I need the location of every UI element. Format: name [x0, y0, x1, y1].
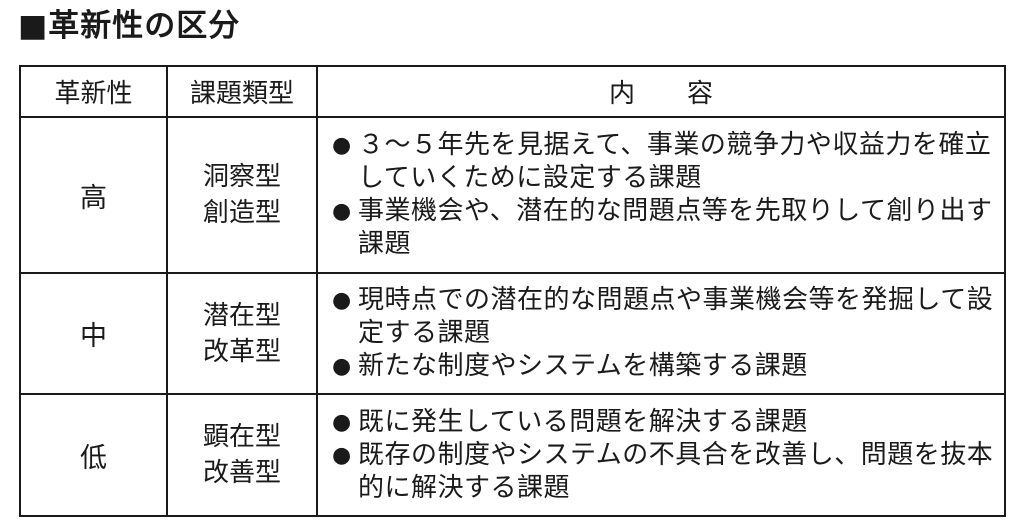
bullet-text: 事業機会や、潜在的な問題点等を先取りして創り出す課題: [358, 196, 993, 259]
list-item: ● 事業機会や、潜在的な問題点等を先取りして創り出す課題: [332, 195, 994, 261]
type-label: 洞察型: [202, 162, 281, 192]
bullet-icon: ●: [332, 442, 352, 468]
list-item: ● 新たな制度やシステムを構築する課題: [332, 350, 994, 383]
list-item: ● ３～５年先を見据えて、事業の競争力や収益力を確立していくために設定する課題: [332, 129, 994, 195]
section-title: ■革新性の区分: [18, 8, 241, 44]
bullet-text: 新たな制度やシステムを構築する課題: [358, 351, 808, 381]
bullet-text: 既存の制度やシステムの不具合を改善し、問題を抜本的に解決する課題: [358, 439, 994, 503]
types-cell: 顕在型 改善型: [166, 393, 318, 517]
bullet-icon: ●: [332, 409, 352, 435]
content-cell: ● 現時点での潜在的な問題点や事業機会等を発掘して設定する課題 ● 新たな制度や…: [316, 272, 1006, 395]
bullet-text: 現時点での潜在的な問題点や事業機会等を発掘して設定する課題: [358, 285, 994, 348]
types-cell: 洞察型 創造型: [166, 116, 318, 274]
list-item: ● 既存の制度やシステムの不具合を改善し、問題を抜本的に解決する課題: [332, 439, 994, 505]
bullet-icon: ●: [332, 354, 352, 379]
header-issue-type: 課題類型: [166, 65, 318, 118]
bullet-icon: ●: [332, 199, 352, 224]
header-content: 内 容: [316, 65, 1006, 118]
level-cell: 高: [19, 116, 168, 274]
bullet-icon: ●: [332, 288, 352, 313]
bullet-text: 既に発生している問題を解決する課題: [358, 406, 808, 437]
type-label: 創造型: [202, 198, 281, 228]
type-label: 顕在型: [202, 422, 281, 452]
table-header-row: 革新性 課題類型 内 容: [19, 65, 1006, 118]
type-label: 潜在型: [202, 300, 281, 331]
table-row-high: 高 洞察型 創造型 ● ３～５年先を見据えて、事業の競争力や収益力を確立していく…: [19, 116, 1006, 274]
content-cell: ● ３～５年先を見据えて、事業の競争力や収益力を確立していくために設定する課題 …: [316, 116, 1006, 274]
table-row-low: 低 顕在型 改善型 ● 既に発生している問題を解決する課題 ● 既存の制度やシス…: [19, 393, 1006, 517]
type-label: 改善型: [202, 458, 281, 488]
level-cell: 低: [19, 393, 168, 517]
level-cell: 中: [19, 272, 168, 395]
content-cell: ● 既に発生している問題を解決する課題 ● 既存の制度やシステムの不具合を改善し…: [316, 393, 1006, 517]
bullet-icon: ●: [332, 133, 352, 158]
bullet-text: ３～５年先を見据えて、事業の競争力や収益力を確立していくために設定する課題: [358, 130, 992, 193]
type-label: 改革型: [202, 336, 281, 367]
innovation-classification-table: 革新性 課題類型 内 容 高 洞察型 創造型 ● ３～５年先を見据えて、事業の競…: [19, 65, 1006, 517]
list-item: ● 既に発生している問題を解決する課題: [332, 406, 994, 439]
header-innovation: 革新性: [19, 65, 168, 118]
types-cell: 潜在型 改革型: [166, 272, 318, 395]
table-row-mid: 中 潜在型 改革型 ● 現時点での潜在的な問題点や事業機会等を発掘して設定する課…: [19, 272, 1006, 395]
list-item: ● 現時点での潜在的な問題点や事業機会等を発掘して設定する課題: [332, 284, 994, 350]
